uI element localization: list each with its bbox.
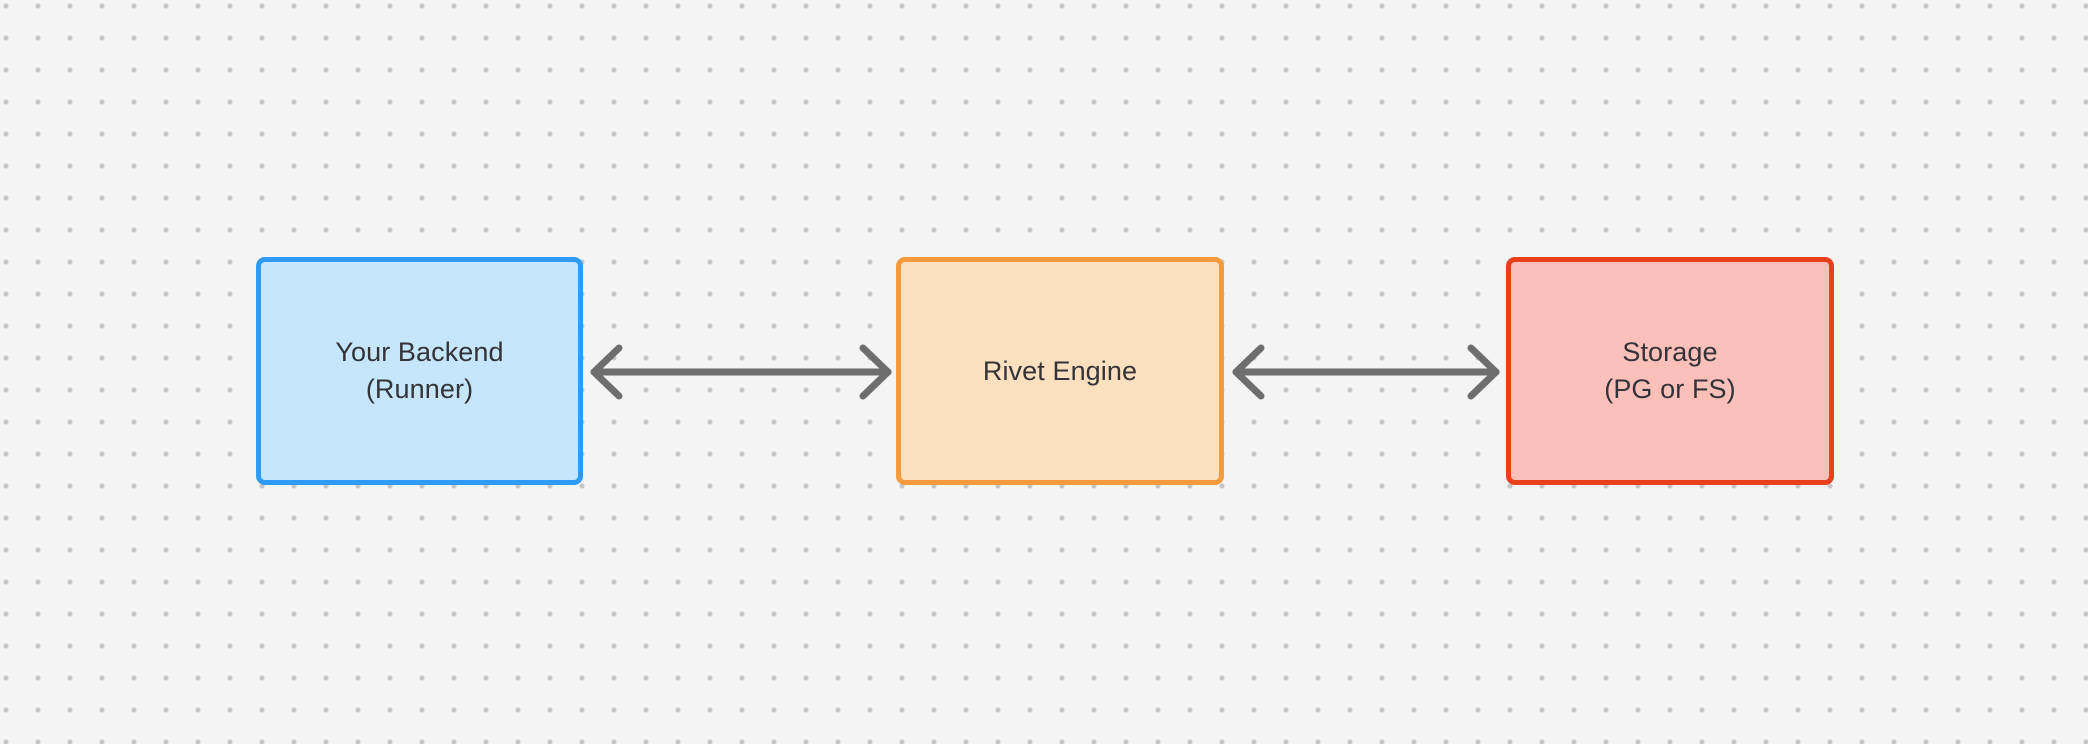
node-your-backend[interactable]: Your Backend (Runner) <box>256 257 583 485</box>
node-rivet-engine-label: Rivet Engine <box>982 355 1138 386</box>
node-rivet-engine[interactable]: Rivet Engine <box>896 257 1224 485</box>
arrowhead-start <box>1232 344 1265 400</box>
arrowhead-end <box>1467 344 1500 400</box>
edge-engine-to-storage-arrow <box>1232 344 1500 400</box>
node-storage[interactable]: Storage (PG or FS) <box>1506 257 1834 485</box>
node-storage-label: Storage (PG or FS) <box>1604 337 1736 404</box>
edge-backend-to-engine[interactable] <box>588 336 894 408</box>
edge-engine-to-storage[interactable] <box>1230 336 1502 408</box>
arrowhead-end <box>859 344 892 400</box>
node-your-backend-label: Your Backend (Runner) <box>335 337 504 404</box>
arrowhead-start <box>590 344 623 400</box>
edge-backend-to-engine-arrow <box>590 344 892 400</box>
